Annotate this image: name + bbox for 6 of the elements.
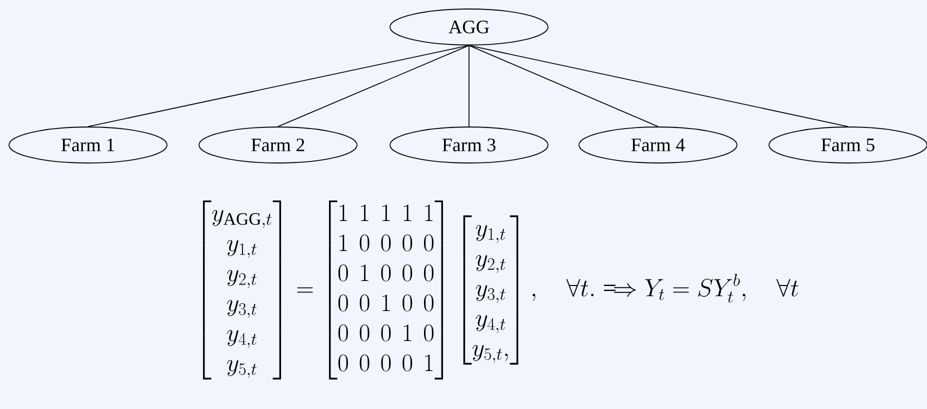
connector-line [468,44,848,127]
connector-line [88,44,470,127]
connector-line [278,44,470,127]
connector-line [468,44,470,127]
matrix-equation: $\begin{bmatrix} y_{\mathrm{AGG},t} \\ y_{1,t} \\ y_{2,t} \\ y_{3,t} \\ y_{4,t} \\ y_{5,t} \end{bmatrix} = \begin{bmatrix} 1 & 1 & 1 & 1 & 1 \\ 1 & 0 & 0 & 0 & 0 \\ 0 & 1 & 0 & 0 & 0 \\ 0 & 0 & 1 & 0 & 0 \\ 0 & 0 & 0 & 1 & 0 \\ 0 & 0 & 0 & 0 & 1 \end{bmatrix} \begin{bmatrix} y_{1,t} \\ y_{2,t} \\ y_{3,t} \\ y_{4,t} \\ y_{5,t}, \end{bmatrix}, \quad \forall t. \Longrightarrow Y_t = SY_t^b, \quad \forall t$ [203,200,798,380]
connector-line [468,44,658,127]
